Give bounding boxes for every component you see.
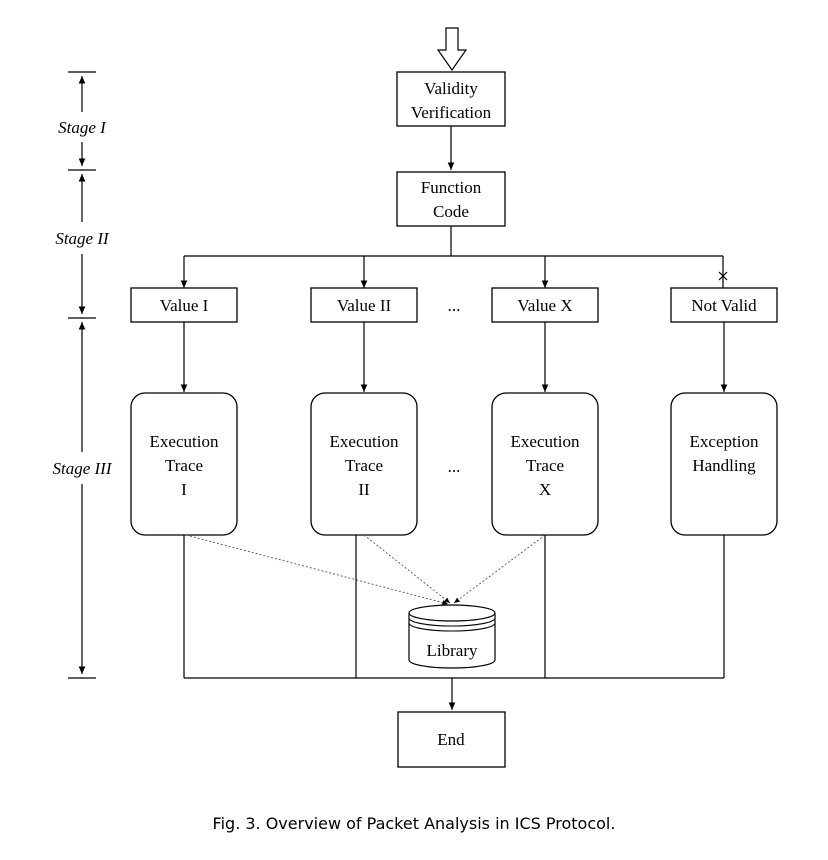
tracex-line2: Trace [526, 456, 564, 475]
input-arrow-icon [436, 27, 468, 72]
tracex-line3: X [539, 480, 551, 499]
end-label: End [437, 730, 465, 749]
trace1-line1: Execution [150, 432, 219, 451]
trace1-line2: Trace [165, 456, 203, 475]
stage2-label: Stage II [55, 229, 110, 248]
value1-box [130, 287, 238, 323]
validity-line2: Verification [411, 103, 492, 122]
function-code-line1: Function [421, 178, 482, 197]
function-code-line2: Code [433, 202, 469, 221]
trace2-line3: II [358, 480, 370, 499]
tracex-to-library [453, 534, 546, 604]
exception-line1: Exception [690, 432, 759, 451]
library-database-icon [408, 604, 496, 669]
valuex-box [491, 287, 599, 323]
function-code-box [396, 171, 506, 227]
value-ellipsis: ... [448, 296, 461, 315]
library-label: Library [427, 641, 478, 660]
packet-analysis-diagram: Stage I Stage II Stage III Validity Veri… [52, 27, 778, 768]
validity-line1: Validity [424, 79, 478, 98]
value2-box [310, 287, 418, 323]
stage1-label: Stage I [58, 118, 107, 137]
tracex-line1: Execution [511, 432, 580, 451]
stage3-label: Stage III [52, 459, 112, 478]
value2-label: Value II [337, 296, 392, 315]
value1-label: Value I [160, 296, 209, 315]
end-box [397, 711, 506, 768]
valuex-label: Value X [517, 296, 572, 315]
stage-scale: Stage I Stage II Stage III [52, 71, 113, 679]
trace-ellipsis: ... [448, 457, 461, 476]
not-valid-label: Not Valid [691, 296, 757, 315]
validity-verification-box [396, 71, 506, 127]
cross-icon [718, 271, 728, 281]
trace1-line3: I [181, 480, 187, 499]
trace1-to-library [185, 534, 449, 605]
exception-line2: Handling [692, 456, 756, 475]
trace2-line2: Trace [345, 456, 383, 475]
figure-caption: Fig. 3. Overview of Packet Analysis in I… [212, 814, 616, 833]
trace2-line1: Execution [330, 432, 399, 451]
